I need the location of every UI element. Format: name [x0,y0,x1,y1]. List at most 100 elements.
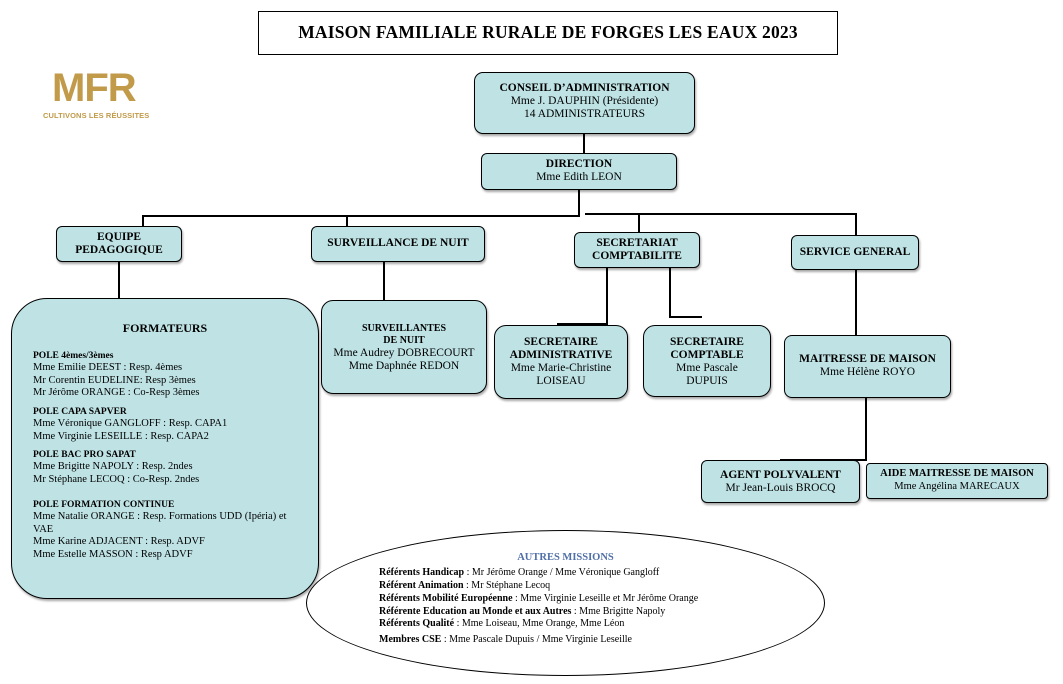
conseil-administrateurs: 14 ADMINISTRATEURS [523,108,646,120]
pole-member: Mme Natalie ORANGE : Resp. Formations UD… [33,511,287,535]
connector-right-bar [585,213,857,215]
pole-member: Mme Estelle MASSON : Resp ADVF [33,548,193,560]
mfr-logo: MFR CULTIVONS LES RÉUSSITES [43,66,162,126]
pole-bac-pro-sapat: POLE BAC PRO SAPAT Mme Brigitte NAPOLY :… [33,449,303,486]
connector-sec-admin-horizontal [557,323,608,325]
surveillantes-line2: DE NUIT [383,335,425,346]
mission-value: : Mme Virginie Leseille et Mr Jérôme Ora… [515,593,699,604]
sec-admin-name2: LOISEAU [536,375,586,387]
connector-service-maitresse [855,270,857,336]
aide-maitresse-box: AIDE MAITRESSE DE MAISON Mme Angélina MA… [866,463,1048,499]
maitresse-title: MAITRESSE DE MAISON [799,353,936,365]
agent-polyvalent-box: AGENT POLYVALENT Mr Jean-Louis BROCQ [701,460,860,503]
secretaire-comptable-box: SECRETAIRE COMPTABLE Mme Pascale DUPUIS [643,325,771,397]
mission-item: Référents Mobilité Européenne : Mme Virg… [379,593,698,604]
mission-label: Référents Mobilité Européenne [379,593,513,604]
pole-member: Mr Stéphane LECOQ : Co-Resp. 2ndes [33,473,200,485]
direction-name: Mme Edith LEON [536,171,622,183]
secretariat-line2: COMPTABILITE [592,250,682,262]
mission-value: : Mr Jérôme Orange / Mme Véronique Gangl… [466,567,660,578]
aide-title: AIDE MAITRESSE DE MAISON [880,468,1034,479]
connector-sec-compta-horizontal [669,316,702,318]
connector-conseil-direction [583,134,585,154]
pole-member: Mme Emilie DEEST : Resp. 4èmes [33,362,183,374]
connector-direction-down [578,190,580,216]
connector-equipe-formateurs [118,262,120,298]
sec-compta-name2: DUPUIS [686,375,728,387]
connector-service [855,213,857,235]
connector-sec-admin-vertical [606,268,608,325]
missions-title: AUTRES MISSIONS [517,552,614,563]
connector-left-bar [142,215,580,217]
secretariat-line1: SECRETARIAT [596,237,678,249]
mission-item: Référents Handicap : Mr Jérôme Orange / … [379,567,659,578]
connector-surveillance-surveillantes [383,262,385,300]
surveillance-nuit-box: SURVEILLANCE DE NUIT [311,226,485,262]
conseil-title: CONSEIL D’ADMINISTRATION [499,82,670,94]
pole-heading: POLE BAC PRO SAPAT [33,450,136,460]
mission-label: Référente Education au Monde et aux Autr… [379,606,572,617]
pole-heading: POLE 4èmes/3èmes [33,351,114,361]
mission-label: Membres CSE [379,634,442,645]
surveillantes-line1: SURVEILLANTES [361,323,447,334]
pole-member: Mme Brigitte NAPOLY : Resp. 2ndes [33,461,193,473]
mission-label: Référent Animation [379,580,464,591]
pole-member: Mr Corentin EUDELINE: Resp 3èmes [33,374,196,386]
sec-admin-line2: ADMINISTRATIVE [509,349,613,361]
sec-admin-name1: Mme Marie-Christine [510,362,612,374]
mission-value: : Mr Stéphane Lecoq [466,580,551,591]
connector-surveillance [346,215,348,228]
equipe-line2: PEDAGOGIQUE [75,244,163,256]
agent-name: Mr Jean-Louis BROCQ [725,482,836,494]
direction-box: DIRECTION Mme Edith LEON [481,153,677,190]
connector-secretariat [638,213,640,233]
formateurs-title: FORMATEURS [122,321,208,335]
sec-admin-line1: SECRETAIRE [524,336,598,348]
sec-compta-name1: Mme Pascale [676,362,738,374]
service-general-box: SERVICE GENERAL [791,235,919,270]
pole-heading: POLE FORMATION CONTINUE [33,500,175,510]
surveillante-name: Mme Daphnée REDON [348,360,460,372]
secretariat-comptabilite-box: SECRETARIAT COMPTABILITE [574,232,700,268]
surveillantes-box: SURVEILLANTES DE NUIT Mme Audrey DOBRECO… [321,300,487,394]
logo-mark: MFR [52,66,137,110]
mission-value: : Mme Loiseau, Mme Orange, Mme Léon [456,618,625,629]
pole-member: Mme Virginie LESEILLE : Resp. CAPA2 [33,430,209,442]
surveillante-name: Mme Audrey DOBRECOURT [333,347,475,359]
conseil-president: Mme J. DAUPHIN (Présidente) [510,95,659,107]
agent-title: AGENT POLYVALENT [720,469,841,481]
pole-4emes-3emes: POLE 4èmes/3èmes Mme Emilie DEEST : Resp… [33,350,303,400]
aide-name: Mme Angélina MARECAUX [894,480,1020,492]
pole-member: Mme Véronique GANGLOFF : Resp. CAPA1 [33,418,228,430]
maitresse-maison-box: MAITRESSE DE MAISON Mme Hélène ROYO [784,335,951,398]
equipe-pedagogique-box: EQUIPE PEDAGOGIQUE [56,226,182,262]
pole-heading: POLE CAPA SAPVER [33,407,127,417]
mission-item: Référent Animation : Mr Stéphane Lecoq [379,580,550,591]
autres-missions-ellipse: AUTRES MISSIONS Référents Handicap : Mr … [306,530,825,676]
conseil-administration-box: CONSEIL D’ADMINISTRATION Mme J. DAUPHIN … [474,72,695,134]
pole-capa-sapver: POLE CAPA SAPVER Mme Véronique GANGLOFF … [33,406,303,443]
mission-item: Membres CSE : Mme Pascale Dupuis / Mme V… [379,634,632,645]
pole-member: Mr Jérôme ORANGE : Co-Resp 3èmes [33,387,200,399]
mission-label: Référents Qualité [379,618,455,629]
service-title: SERVICE GENERAL [799,246,911,258]
surveillance-title: SURVEILLANCE DE NUIT [327,237,469,249]
equipe-line1: EQUIPE [96,231,142,243]
formateurs-panel: FORMATEURS POLE 4èmes/3èmes Mme Emilie D… [11,298,319,599]
connector-sec-compta-vertical [669,268,671,317]
direction-title: DIRECTION [545,158,613,170]
sec-compta-line1: SECRETAIRE [670,336,744,348]
logo-tagline: CULTIVONS LES RÉUSSITES [43,111,150,120]
maitresse-name: Mme Hélène ROYO [819,366,916,378]
pole-member: Mme Karine ADJACENT : Resp. ADVF [33,536,205,548]
secretaire-administrative-box: SECRETAIRE ADMINISTRATIVE Mme Marie-Chri… [494,325,628,399]
pole-formation-continue: POLE FORMATION CONTINUE Mme Natalie ORAN… [33,499,303,561]
mission-value: : Mme Brigitte Napoly [573,606,666,617]
mission-value: : Mme Pascale Dupuis / Mme Virginie Lese… [443,634,632,645]
mission-item: Référents Qualité : Mme Loiseau, Mme Ora… [379,618,624,629]
connector-equipe [142,215,144,228]
sec-compta-line2: COMPTABLE [670,349,744,361]
mission-label: Référents Handicap [379,567,465,578]
connector-maitresse-down [865,397,867,460]
page-title: MAISON FAMILIALE RURALE DE FORGES LES EA… [258,11,838,55]
